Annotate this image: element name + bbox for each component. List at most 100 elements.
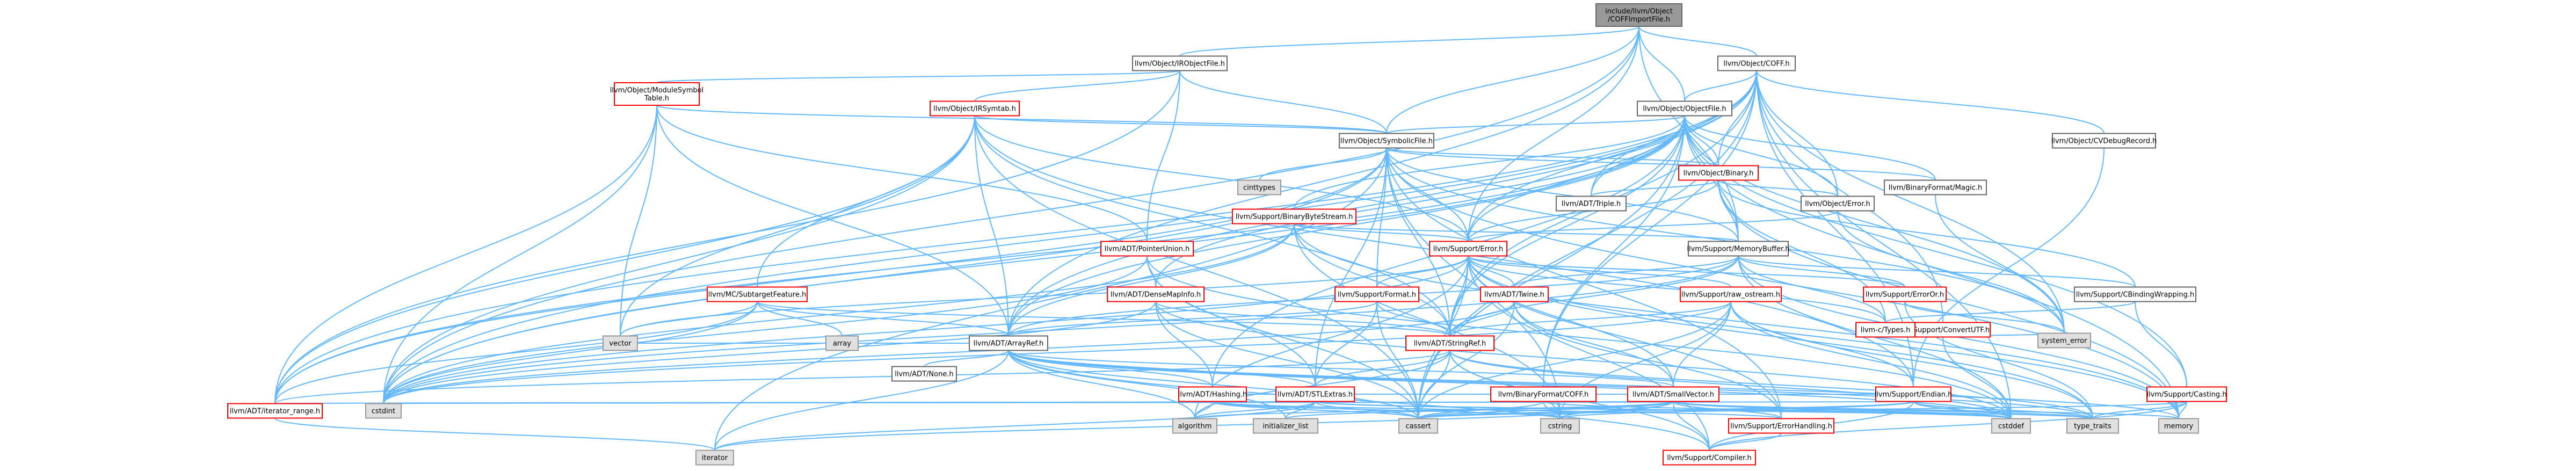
node-label: llvm/Support/Format.h — [1338, 291, 1416, 299]
edge-binstream-memory — [1294, 223, 2179, 419]
edge-irobjectfile-modulesymtab — [656, 70, 1180, 83]
node-subtarget[interactable]: llvm/MC/SubtargetFeature.h — [707, 286, 808, 302]
node-box — [1429, 241, 1507, 257]
node-superror[interactable]: llvm/Support/Error.h — [1429, 241, 1507, 257]
node-ctypes[interactable]: llvm-c/Types.h — [1855, 322, 1915, 338]
node-bfcoff[interactable]: llvm/BinaryFormat/COFF.h — [1490, 386, 1597, 402]
edge-casting-memory — [2178, 401, 2187, 419]
edge-subtarget-stringref — [757, 301, 1450, 337]
node-label: llvm/ADT/DenseMapInfo.h — [1111, 291, 1201, 299]
node-box — [227, 403, 323, 419]
edge-subtarget-vector — [620, 301, 758, 336]
edge-irobjectfile-symbolicfile — [1179, 70, 1387, 134]
node-erroror[interactable]: llvm/Support/ErrorOr.h — [1863, 286, 1947, 302]
edge-objectfile-bfcoff — [1543, 115, 1685, 387]
edge-superror-format — [1376, 256, 1469, 287]
edge-smallvector-compiler — [1673, 401, 1710, 451]
node-label: llvm/Support/ErrorOr.h — [1866, 291, 1944, 299]
node-objerror[interactable]: llvm/Object/Error.h — [1801, 195, 1875, 212]
edge-objectfile-bfmagic — [1684, 115, 1936, 180]
edge-modulesymtab-vector — [620, 105, 657, 336]
edge-symbolicfile-membuf — [1386, 148, 1739, 242]
node-rawostream[interactable]: llvm/Support/raw_ostream.h — [1680, 286, 1782, 302]
node-casting[interactable]: llvm/Support/Casting.h — [2146, 386, 2227, 402]
edge-stringref-cstring — [1449, 350, 1561, 419]
edge-format-cassert — [1376, 301, 1419, 419]
edge-symbolicfile-iterator — [714, 148, 1387, 451]
edge-stringref-densemapinfo — [1155, 301, 1450, 336]
edge-subtarget-iterrange — [274, 301, 758, 404]
node-objectfile[interactable]: llvm/Object/ObjectFile.h — [1637, 100, 1732, 117]
node-label: llvm/ADT/StringRef.h — [1414, 340, 1486, 348]
node-box — [1801, 195, 1875, 212]
edge-symbolicfile-systemerror — [1386, 148, 2065, 334]
edge-erroror-systemerror — [1904, 301, 2065, 334]
node-box — [1678, 165, 1759, 181]
node-iterrange[interactable]: llvm/ADT/iterator_range.h — [227, 403, 323, 419]
node-box — [1232, 208, 1356, 224]
edge-endian-typetraits — [1913, 401, 2093, 419]
edge-membuf-cbinding — [1738, 255, 2136, 288]
node-box — [1637, 100, 1732, 117]
node-twine[interactable]: llvm/ADT/Twine.h — [1480, 286, 1549, 302]
node-root[interactable]: include/llvm/Object/COFFImportFile.h — [1595, 3, 1682, 27]
node-box — [1717, 55, 1796, 71]
node-label: type_traits — [2074, 423, 2111, 431]
node-irobjectfile[interactable]: llvm/Object/IRObjectFile.h — [1132, 55, 1228, 71]
edge-membuf-erroror — [1738, 256, 1905, 287]
node-errhandling[interactable]: llvm/Support/ErrorHandling.h — [1728, 418, 1834, 434]
node-box — [695, 450, 734, 466]
node-triple[interactable]: llvm/ADT/Triple.h — [1556, 195, 1627, 212]
node-label: cstdint — [372, 408, 395, 416]
edge-stlextras-typetraits — [1315, 401, 2093, 419]
edge-modulesymtab-cstdint — [383, 105, 657, 404]
node-box — [891, 366, 957, 382]
edge-rawostream-cstdint — [383, 301, 1731, 404]
node-endian[interactable]: llvm/Support/Endian.h — [1875, 386, 1953, 402]
node-coff[interactable]: llvm/Object/COFF.h — [1717, 55, 1796, 71]
node-stlextras[interactable]: llvm/ADT/STLExtras.h — [1275, 386, 1355, 402]
node-stringref[interactable]: llvm/ADT/StringRef.h — [1405, 335, 1494, 351]
node-cbinding[interactable]: llvm/Support/CBindingWrapping.h — [2074, 286, 2196, 302]
edge-coff-cvdebug — [1756, 70, 2105, 134]
node-label: llvm/Support/ErrorHandling.h — [1730, 423, 1832, 431]
node-hashing[interactable]: llvm/ADT/Hashing.h — [1178, 386, 1247, 402]
node-cvdebug[interactable]: llvm/Object/CVDebugRecord.h — [2051, 133, 2157, 149]
node-ptrunion[interactable]: llvm/ADT/PointerUnion.h — [1100, 241, 1194, 257]
node-label: algorithm — [1178, 423, 1212, 431]
edge-arrayref-cassert — [1008, 350, 1419, 419]
node-arrayref[interactable]: llvm/ADT/ArrayRef.h — [969, 335, 1048, 351]
edge-superror-vector — [620, 256, 1469, 336]
node-densemapinfo[interactable]: llvm/ADT/DenseMapInfo.h — [1107, 286, 1204, 302]
edge-rawostream-cstddef — [1730, 301, 2012, 419]
node-symbolicfile[interactable]: llvm/Object/SymbolicFile.h — [1339, 133, 1434, 149]
node-membuf[interactable]: llvm/Support/MemoryBuffer.h — [1687, 241, 1790, 257]
node-label: include/llvm/Object — [1605, 8, 1673, 16]
node-compiler[interactable]: llvm/Support/Compiler.h — [1663, 450, 1756, 466]
edge-superror-cstdint — [383, 256, 1469, 404]
node-bfmagic[interactable]: llvm/BinaryFormat/Magic.h — [1884, 179, 1987, 195]
edge-symbolicfile-format — [1376, 148, 1387, 287]
edge-objectfile-binstream — [1294, 115, 1685, 209]
node-box — [1490, 386, 1597, 402]
node-box — [2074, 286, 2196, 302]
node-none[interactable]: llvm/ADT/None.h — [891, 366, 957, 382]
edge-subtarget-cstdint — [383, 301, 758, 404]
node-binstream[interactable]: llvm/Support/BinaryByteStream.h — [1232, 208, 1356, 224]
node-format[interactable]: llvm/Support/Format.h — [1334, 286, 1419, 302]
node-binary[interactable]: llvm/Object/Binary.h — [1678, 165, 1759, 181]
edge-ptrunion-cstdint — [383, 256, 1148, 404]
node-box — [1480, 286, 1549, 302]
node-iterator: iterator — [695, 450, 734, 466]
node-label: llvm/Support/Compiler.h — [1667, 454, 1751, 462]
edge-irobjectfile-irsymtab — [974, 70, 1180, 102]
edge-stlextras-iterator — [714, 401, 1316, 451]
node-box — [969, 335, 1048, 351]
node-label: llvm/ADT/Hashing.h — [1178, 391, 1247, 399]
node-irsymtab[interactable]: llvm/Object/IRSymtab.h — [930, 100, 1020, 117]
node-smallvector[interactable]: llvm/ADT/SmallVector.h — [1627, 386, 1719, 402]
node-label: initializer_list — [1262, 423, 1308, 431]
node-box — [365, 403, 402, 419]
edge-coff-iterrange — [274, 70, 1757, 404]
